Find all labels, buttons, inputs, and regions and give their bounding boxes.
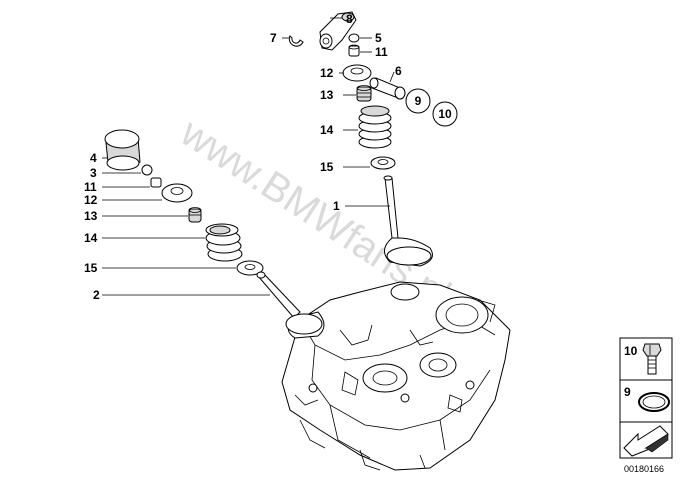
valve-seal-part-13a xyxy=(356,85,372,102)
diagram-code: 00180166 xyxy=(624,464,664,474)
valve-part-2 xyxy=(256,271,325,339)
callout-15a: 15 xyxy=(320,160,334,174)
legend-panel: 10 9 00180166 xyxy=(619,337,673,474)
arrow-icon xyxy=(623,425,669,457)
circlip-part xyxy=(288,35,304,47)
cylinder-head xyxy=(281,281,511,471)
callout-13b: 13 xyxy=(84,209,98,223)
callout-10: 10 xyxy=(438,107,452,121)
callout-5: 5 xyxy=(375,31,382,45)
tappet-part-4 xyxy=(104,129,141,171)
callout-14a: 14 xyxy=(320,123,334,137)
callout-2: 2 xyxy=(93,288,100,302)
callout-6: 6 xyxy=(395,64,402,78)
retainer-part-12b xyxy=(161,183,193,203)
nut-part-11a xyxy=(348,44,360,57)
collet-part-11b xyxy=(150,177,162,188)
callout-9-circle: 9 xyxy=(405,88,431,114)
callout-1: 1 xyxy=(333,199,340,213)
o-ring-icon xyxy=(638,392,670,412)
valve-spring-part-14a xyxy=(358,105,392,149)
callout-11a: 11 xyxy=(375,45,388,59)
retainer-part-12a xyxy=(342,64,372,82)
shim-part-3 xyxy=(141,164,153,176)
callout-8: 8 xyxy=(346,12,353,26)
callout-9: 9 xyxy=(415,94,422,108)
legend-label-10: 10 xyxy=(624,344,638,358)
valve-spring-part-14b xyxy=(205,223,243,262)
callout-7: 7 xyxy=(270,31,277,45)
leader-lines xyxy=(102,17,395,296)
callout-10-circle: 10 xyxy=(432,101,458,127)
callout-12a: 12 xyxy=(320,66,334,80)
callout-4: 4 xyxy=(90,151,97,165)
valve-seal-part-13b xyxy=(188,207,202,223)
callout-11b: 11 xyxy=(84,180,97,194)
callout-13a: 13 xyxy=(320,88,334,102)
callout-12b: 12 xyxy=(84,193,98,207)
adjuster-part-6 xyxy=(369,77,406,100)
rocker-arm-part xyxy=(319,11,357,51)
callouts: 8 7 5 11 6 12 13 9 10 14 15 1 4 3 11 12 … xyxy=(84,12,458,302)
callout-15b: 15 xyxy=(84,261,98,275)
callout-3: 3 xyxy=(90,166,97,180)
callout-14b: 14 xyxy=(84,231,98,245)
bolt-icon xyxy=(642,343,662,375)
valve-part-1 xyxy=(383,175,433,267)
washer-part-15b xyxy=(236,260,264,276)
legend-label-9: 9 xyxy=(624,385,631,399)
cup-part-5 xyxy=(348,33,360,43)
washer-part-15a xyxy=(370,156,396,170)
legend-box-9 xyxy=(619,379,673,423)
